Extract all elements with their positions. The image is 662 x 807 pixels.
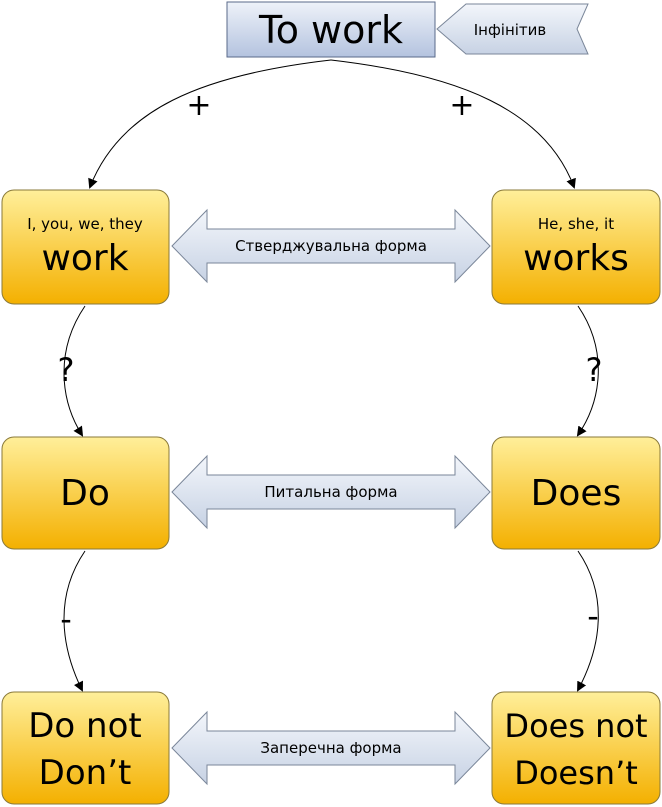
- box-affirmative-plural: I, you, we, they work: [1, 189, 170, 305]
- arrow-question: Питальна форма: [171, 454, 491, 530]
- connector-minus-left: [63, 550, 86, 692]
- connector-question-right: [576, 305, 599, 437]
- infinitive-pointer-label: Інфінітив: [474, 21, 547, 39]
- question-left-label: ?: [58, 351, 75, 389]
- box-affirmative-singular: He, she, it works: [491, 189, 661, 305]
- doesnt: Doesn’t: [514, 754, 638, 792]
- box-question-plural: Do: [1, 436, 170, 550]
- infinitive-box: To work: [226, 1, 436, 58]
- infinitive-pointer: Інфінітив: [436, 3, 589, 55]
- arrow-affirmative-label: Стверджувальна форма: [235, 237, 427, 255]
- minus-right-label: -: [587, 597, 599, 635]
- aux-does: Does: [531, 473, 622, 514]
- does-not: Does not: [504, 707, 647, 745]
- do-not: Do not: [28, 706, 141, 746]
- aux-do: Do: [60, 473, 110, 514]
- infinitive-title: To work: [258, 8, 403, 52]
- arrow-negative-label: Заперечна форма: [260, 739, 401, 757]
- dont: Don’t: [39, 753, 132, 793]
- pronouns-plural: I, you, we, they: [27, 215, 143, 233]
- arrow-affirmative: Стверджувальна форма: [171, 208, 491, 284]
- box-negative-plural: Do not Don’t: [1, 691, 170, 805]
- connector-plus-right: [330, 59, 576, 189]
- question-right-label: ?: [586, 351, 603, 389]
- arrow-question-label: Питальна форма: [264, 483, 397, 501]
- connector-question-left: [63, 305, 86, 437]
- plus-left-label: +: [186, 88, 211, 123]
- minus-left-label: -: [60, 600, 72, 638]
- plus-right-label: +: [449, 88, 474, 123]
- arrow-negative: Заперечна форма: [171, 710, 491, 786]
- verb-work: work: [41, 238, 128, 279]
- box-question-singular: Does: [491, 436, 661, 550]
- box-negative-singular: Does not Doesn’t: [491, 691, 661, 805]
- verb-works: works: [523, 238, 629, 279]
- pronouns-singular: He, she, it: [538, 215, 614, 233]
- connector-minus-right: [577, 550, 599, 692]
- connector-plus-left: [88, 59, 332, 189]
